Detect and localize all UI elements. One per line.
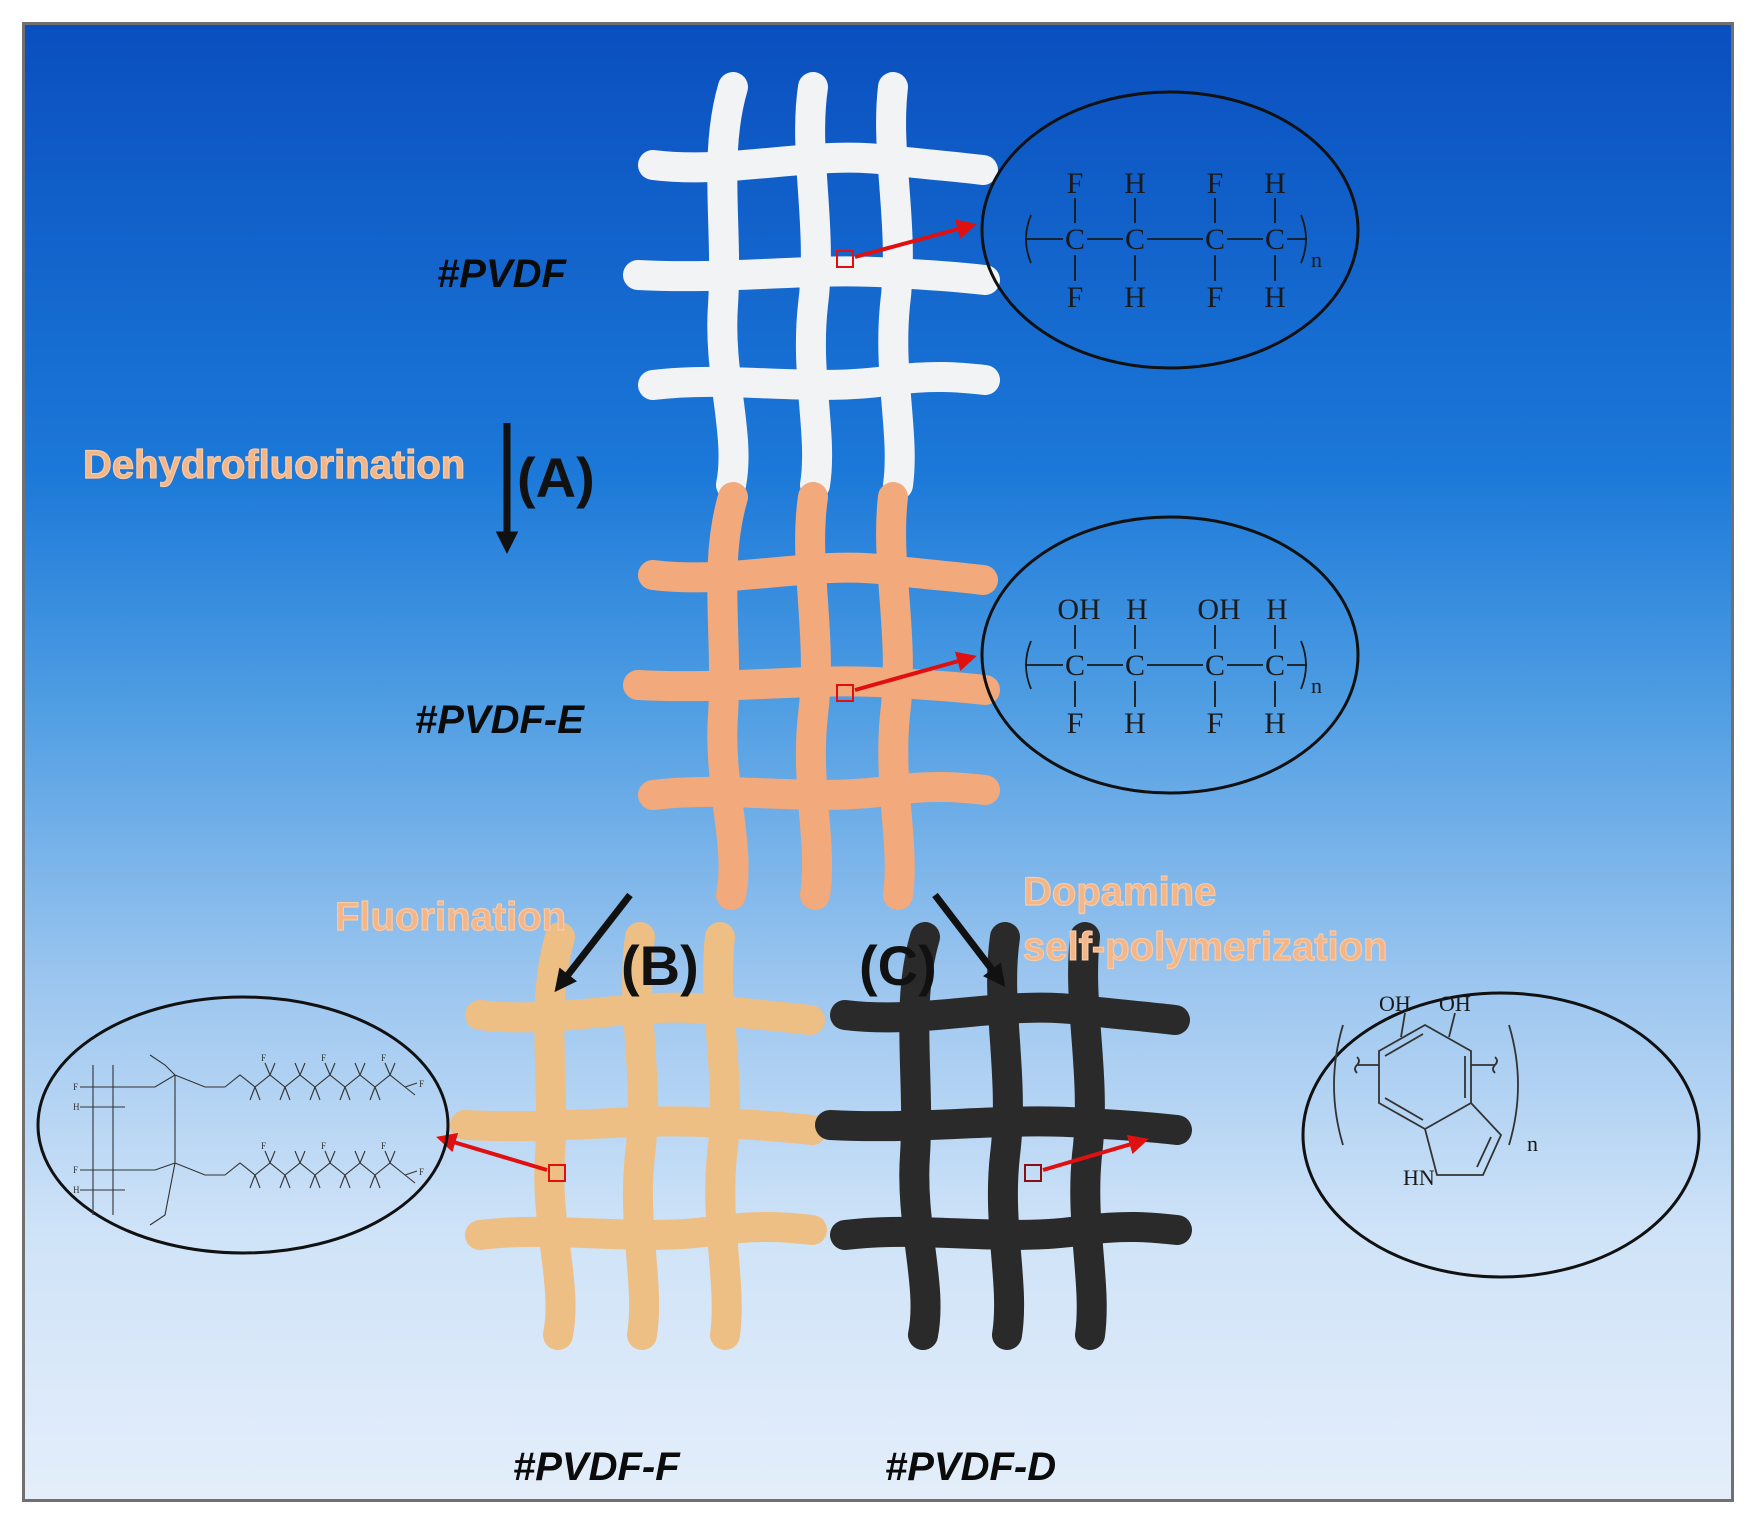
svg-text:F: F bbox=[1067, 281, 1084, 314]
svg-text:H: H bbox=[73, 1102, 80, 1112]
pvdf-f-mesh bbox=[450, 922, 827, 1350]
svg-text:OH: OH bbox=[1057, 593, 1100, 626]
svg-text:F: F bbox=[321, 1053, 326, 1063]
svg-text:F: F bbox=[73, 1165, 78, 1175]
svg-text:F: F bbox=[1207, 167, 1224, 200]
label-pvdf: #PVDF bbox=[437, 252, 567, 296]
svg-text:H: H bbox=[73, 1185, 80, 1195]
mesh-fiber bbox=[815, 1106, 1192, 1145]
mesh-fiber bbox=[638, 552, 998, 595]
svg-text:F: F bbox=[261, 1141, 266, 1151]
schematic-diagram: #PVDF #PVDF-E #PVDF-F #PVDF-D Dehydroflu… bbox=[36, 72, 1701, 1489]
svg-text:OH: OH bbox=[1379, 991, 1411, 1016]
structure-pvdf-d: OH OH HN n bbox=[1301, 991, 1701, 1279]
svg-text:C: C bbox=[1205, 223, 1225, 256]
label-pvdf-e: #PVDF-E bbox=[415, 698, 585, 742]
mesh-fiber bbox=[899, 922, 941, 1350]
svg-text:H: H bbox=[1264, 281, 1286, 314]
svg-text:C: C bbox=[1125, 649, 1145, 682]
label-pvdf-d: #PVDF-D bbox=[885, 1445, 1056, 1489]
svg-text:H: H bbox=[1266, 593, 1288, 626]
label-step-b: (B) bbox=[621, 934, 699, 997]
structure-pvdf: C C C C F H F H F H F H n bbox=[980, 90, 1360, 370]
mesh-fiber bbox=[638, 361, 1000, 400]
mesh-fiber bbox=[465, 992, 825, 1035]
mesh-fiber bbox=[450, 1106, 827, 1145]
mesh-fiber bbox=[830, 1211, 1192, 1250]
svg-text:n: n bbox=[1311, 247, 1322, 272]
mesh-fiber bbox=[534, 922, 576, 1350]
svg-text:H: H bbox=[1124, 707, 1146, 740]
label-pvdf-f: #PVDF-F bbox=[513, 1445, 681, 1489]
pvdf-e-mesh bbox=[623, 482, 1000, 910]
structure-pvdf-e: C C C C OH H OH H F H F H n bbox=[980, 515, 1360, 795]
label-dopamine: Dopamine bbox=[1023, 870, 1216, 914]
svg-text:F: F bbox=[321, 1141, 326, 1151]
svg-text:F: F bbox=[1207, 281, 1224, 314]
arrow-c bbox=[932, 892, 1006, 988]
zoom-marker-pvdf bbox=[836, 219, 977, 268]
mesh-fiber bbox=[638, 771, 1000, 810]
svg-text:OH: OH bbox=[1197, 593, 1240, 626]
svg-text:F: F bbox=[419, 1079, 424, 1089]
svg-text:F: F bbox=[419, 1167, 424, 1177]
arrow-b bbox=[554, 892, 633, 993]
svg-text:H: H bbox=[1124, 281, 1146, 314]
label-dehydrofluorination: Dehydrofluorination bbox=[83, 443, 465, 487]
pvdf-mesh bbox=[623, 72, 1000, 500]
mesh-fiber bbox=[623, 256, 1000, 295]
label-fluorination: Fluorination bbox=[335, 895, 566, 939]
svg-text:F: F bbox=[73, 1082, 78, 1092]
mesh-fiber bbox=[638, 142, 998, 185]
svg-text:n: n bbox=[1311, 673, 1322, 698]
svg-text:C: C bbox=[1125, 223, 1145, 256]
mesh-fiber bbox=[707, 482, 749, 910]
mesh-fiber bbox=[623, 666, 1000, 705]
mesh-fiber bbox=[707, 72, 749, 500]
label-step-c: (C) bbox=[859, 934, 937, 997]
figure-panel: #PVDF #PVDF-E #PVDF-F #PVDF-D Dehydroflu… bbox=[22, 22, 1734, 1502]
svg-text:H: H bbox=[1124, 167, 1146, 200]
svg-text:F: F bbox=[1207, 707, 1224, 740]
svg-text:F: F bbox=[381, 1141, 386, 1151]
label-self-polymerization: self-polymerization bbox=[1023, 925, 1388, 969]
mesh-fiber bbox=[830, 992, 1190, 1035]
svg-text:H: H bbox=[1126, 593, 1148, 626]
pvdf-d-mesh bbox=[815, 922, 1192, 1350]
svg-text:C: C bbox=[1265, 649, 1285, 682]
label-step-a: (A) bbox=[517, 446, 595, 509]
svg-text:H: H bbox=[1264, 167, 1286, 200]
zoom-marker-pvdf-e bbox=[836, 651, 977, 702]
svg-text:F: F bbox=[261, 1053, 266, 1063]
svg-text:F: F bbox=[1067, 707, 1084, 740]
svg-text:C: C bbox=[1065, 223, 1085, 256]
svg-text:F: F bbox=[1067, 167, 1084, 200]
svg-text:H: H bbox=[1264, 707, 1286, 740]
svg-text:C: C bbox=[1205, 649, 1225, 682]
mesh-fiber bbox=[465, 1211, 827, 1250]
svg-text:C: C bbox=[1265, 223, 1285, 256]
svg-text:HN: HN bbox=[1403, 1165, 1435, 1190]
svg-text:OH: OH bbox=[1439, 991, 1471, 1016]
zoom-marker-pvdf-d bbox=[1024, 1134, 1149, 1182]
svg-text:n: n bbox=[1527, 1131, 1538, 1156]
svg-text:C: C bbox=[1065, 649, 1085, 682]
structure-pvdf-f: F H F H F F F F F F F F bbox=[36, 995, 450, 1255]
svg-text:F: F bbox=[381, 1053, 386, 1063]
zoom-marker-pvdf-f bbox=[436, 1133, 566, 1182]
